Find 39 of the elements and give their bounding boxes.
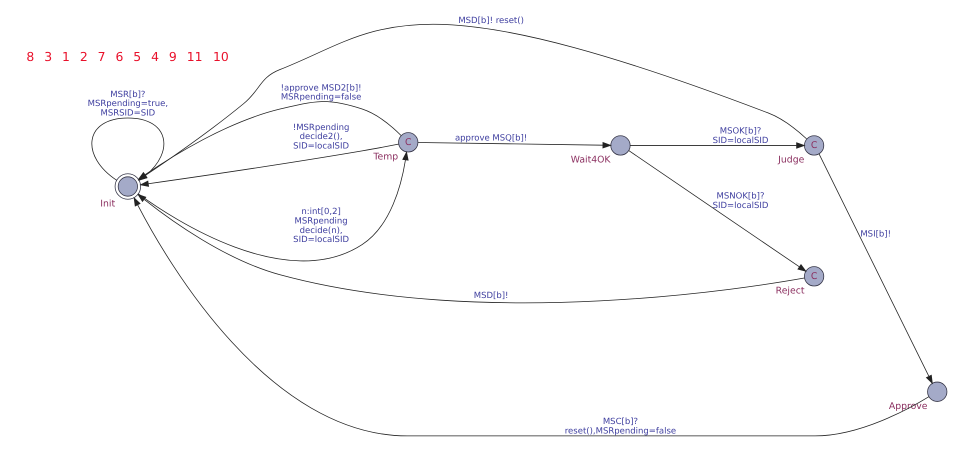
node-circle	[927, 382, 948, 402]
label: 11	[186, 48, 202, 64]
arrow	[630, 142, 806, 149]
node-circle	[610, 135, 631, 156]
edge-label: MSNOK[b]? SID=localSID	[712, 192, 768, 212]
node-label: Judge	[778, 154, 804, 166]
label: 3	[44, 48, 52, 64]
node-label: Reject	[776, 285, 804, 296]
label: 7	[98, 48, 106, 64]
edge-label: !MSRpending decide2(), SID=localSID	[292, 122, 350, 152]
edge-label: MSR[b]? MSRpending=true, MSRSID=SID	[88, 90, 168, 118]
label: 4	[151, 48, 159, 64]
arrow	[418, 142, 612, 148]
arrow	[818, 154, 933, 384]
node-circle: C	[804, 135, 824, 156]
node-circle	[114, 173, 142, 200]
edge-label: MSOK[b]? SID=localSID	[712, 126, 768, 146]
edge-label: MSD[b]!	[474, 290, 508, 301]
label: 9	[168, 48, 177, 64]
node-circle: C	[398, 132, 418, 152]
node-circle: C	[804, 266, 824, 286]
arrow	[137, 194, 805, 303]
label: 1	[62, 48, 70, 64]
label: 6	[115, 48, 124, 64]
label: 8	[26, 48, 34, 64]
label: 5	[133, 48, 142, 64]
edge-label: approve MSQ[b]!	[454, 134, 528, 144]
edge-label: !approve MSD2[b]! MSRpending=false	[280, 83, 362, 103]
edge-label: MSD[b]! reset()	[458, 16, 524, 26]
arrow	[134, 196, 930, 436]
edge-label: MSC[b]? reset(),MSRpending=false	[564, 417, 676, 436]
arrow	[628, 150, 807, 272]
node-label: Wait4OK	[570, 154, 611, 166]
node-label: Temp	[373, 151, 398, 162]
edge-label: n:int[0,2] MSRpending decide(n), SID=localSID	[293, 207, 350, 246]
edge-label: MSI[b]!	[860, 230, 892, 240]
label: 10	[213, 48, 229, 64]
label: 2	[80, 48, 88, 64]
node-label: Init	[100, 198, 116, 210]
